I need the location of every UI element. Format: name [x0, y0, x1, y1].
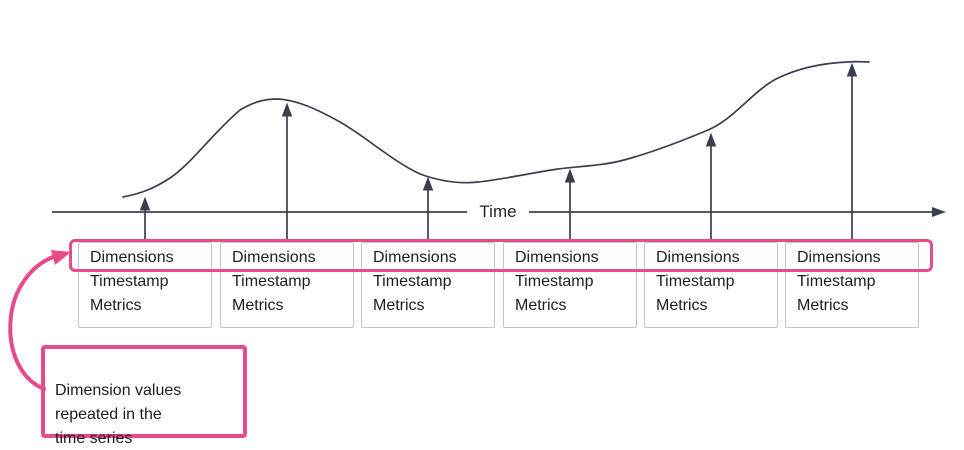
value-arrow-icon — [139, 196, 151, 242]
record-timestamp-label: Timestamp — [373, 273, 452, 290]
value-arrow-icon — [281, 102, 293, 242]
callout-text: Dimension values repeated in the time se… — [55, 382, 182, 447]
record-box: Dimensions Timestamp Metrics — [220, 242, 354, 328]
time-series-curve — [122, 60, 870, 198]
record-box: Dimensions Timestamp Metrics — [503, 242, 637, 328]
record-box: Dimensions Timestamp Metrics — [785, 242, 919, 328]
callout-box: Dimension values repeated in the time se… — [41, 345, 247, 447]
record-metrics-label: Metrics — [656, 297, 708, 314]
record-timestamp-label: Timestamp — [232, 273, 311, 290]
record-dimensions-label: Dimensions — [656, 249, 740, 266]
record-dimensions-label: Dimensions — [232, 249, 316, 266]
record-timestamp-label: Timestamp — [515, 273, 594, 290]
value-arrow-icon — [846, 62, 858, 242]
record-dimensions-label: Dimensions — [797, 249, 881, 266]
time-axis-arrow-icon — [932, 207, 946, 217]
record-metrics-label: Metrics — [232, 297, 284, 314]
record-box: Dimensions Timestamp Metrics — [78, 242, 212, 328]
record-box: Dimensions Timestamp Metrics — [361, 242, 495, 328]
record-dimensions-label: Dimensions — [373, 249, 457, 266]
dimensions-highlight-band — [69, 239, 933, 272]
record-timestamp-label: Timestamp — [90, 273, 169, 290]
record-timestamp-label: Timestamp — [656, 273, 735, 290]
value-arrow-icon — [705, 132, 717, 242]
record-metrics-label: Metrics — [90, 297, 142, 314]
record-box: Dimensions Timestamp Metrics — [644, 242, 778, 328]
time-axis-label: Time — [467, 202, 529, 222]
record-metrics-label: Metrics — [515, 297, 567, 314]
record-metrics-label: Metrics — [797, 297, 849, 314]
value-arrow-icon — [422, 176, 434, 242]
record-dimensions-label: Dimensions — [515, 249, 599, 266]
record-dimensions-label: Dimensions — [90, 249, 174, 266]
record-metrics-label: Metrics — [373, 297, 425, 314]
record-timestamp-label: Timestamp — [797, 273, 876, 290]
value-arrow-icon — [564, 168, 576, 242]
